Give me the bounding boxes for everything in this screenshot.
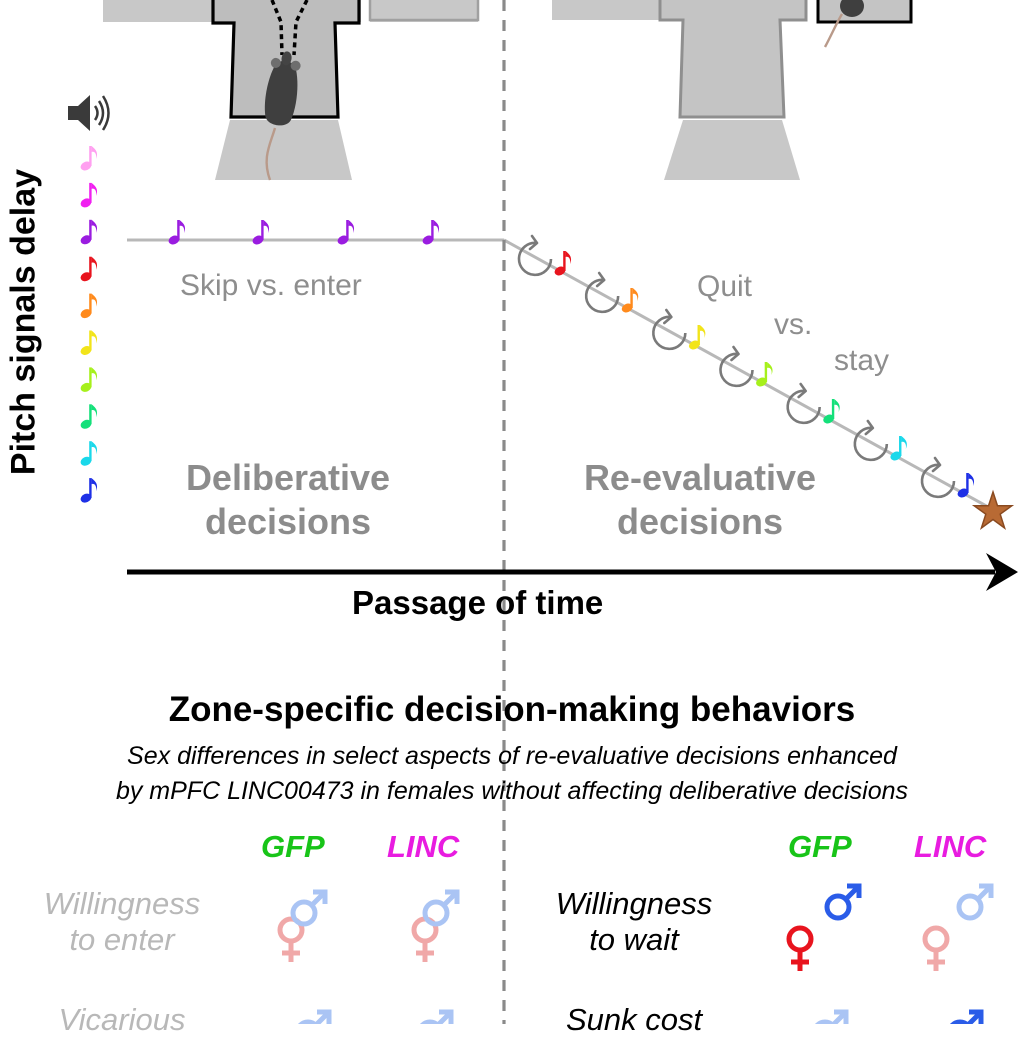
music-note-icon [79,293,98,320]
behavior-willingness-to-wait: Willingness to wait [534,886,734,958]
skip-vs-enter-label: Skip vs. enter [180,269,362,302]
music-note-icon [956,473,975,500]
quit-label: Quit [697,270,753,303]
music-note-icon [79,367,98,394]
female-symbol-icon [789,928,811,971]
male-symbol-icon [959,886,991,918]
music-note-icon [79,478,98,505]
male-symbol-icon [949,1012,981,1024]
behavior-willingness-to-enter: Willingness to enter [22,886,222,958]
behavior-left-1-line2: to enter [69,922,175,957]
re-evaluative-timeline [503,238,991,510]
deliberative-title-line2: decisions [204,501,372,542]
y-axis-label: Pitch signals delay [4,168,43,476]
re-evaluative-title-line2: decisions [616,501,784,542]
behavior-left-1-line1: Willingness [43,886,201,921]
group-label-linc-left: LINC [387,829,460,864]
star-icon [971,489,1015,530]
male-symbol-icon [419,1012,451,1024]
maze-zone-right [552,0,913,180]
music-note-icon [79,256,98,283]
male-symbol-icon [297,1012,329,1024]
music-note-icon [754,362,773,389]
pitch-legend [79,146,98,505]
music-note-icon [421,220,440,247]
female-symbol-icon [925,928,947,971]
group-label-gfp-right: GFP [788,829,852,864]
music-note-icon [79,219,98,246]
speaker-icon [68,95,110,131]
re-evaluative-title: Re-evaluative decisions [540,456,860,544]
behavior-vicarious: Vicarious [58,1002,186,1037]
music-note-icon [251,220,270,247]
male-symbol-icon [827,886,859,918]
stay-label: stay [834,344,890,377]
music-note-icon [167,220,186,247]
behavior-sunk-cost: Sunk cost [565,1002,703,1037]
loop-arrow-icon [853,419,889,462]
music-note-icon [888,436,907,463]
section-title: Zone-specific decision-making behaviors [168,690,856,729]
behavior-right-1-line1: Willingness [555,886,713,921]
re-evaluative-title-line1: Re-evaluative [583,457,817,498]
loop-arrow-icon [652,308,687,351]
deliberative-title-line1: Deliberative [185,457,391,498]
time-axis-arrowhead [986,553,1018,591]
music-note-icon [79,404,98,431]
music-note-icon [79,441,98,468]
mouse-icon [823,0,864,48]
time-axis-label: Passage of time [352,584,604,621]
deliberative-title: Deliberative decisions [138,456,438,544]
section-subtitle-line2: by mPFC LINC00473 in females without aff… [115,777,909,805]
loop-arrow-icon [719,345,754,388]
section-subtitle-line1: Sex differences in select aspects of re-… [127,742,897,770]
music-note-icon [687,325,706,352]
loop-arrow-icon [786,382,821,425]
music-note-icon [79,330,98,357]
mouse-tail [265,127,277,181]
music-note-icon [79,146,98,173]
music-note-icon [336,220,355,247]
behavior-right-1-line2: to wait [589,922,679,957]
section-subtitle: Sex differences in select aspects of re-… [0,739,1024,809]
music-note-icon [620,288,639,315]
female-symbol-icon [280,919,302,962]
vs-label: vs. [774,308,813,341]
music-note-icon [553,251,572,278]
group-label-gfp-left: GFP [261,829,325,864]
loop-arrow-icon [920,456,956,499]
male-symbol-icon [425,892,457,924]
male-symbol-icon [293,892,325,924]
music-note-icon [821,399,840,426]
group-label-linc-right: LINC [914,829,987,864]
male-symbol-icon [814,1012,846,1024]
music-note-icon [79,182,98,210]
